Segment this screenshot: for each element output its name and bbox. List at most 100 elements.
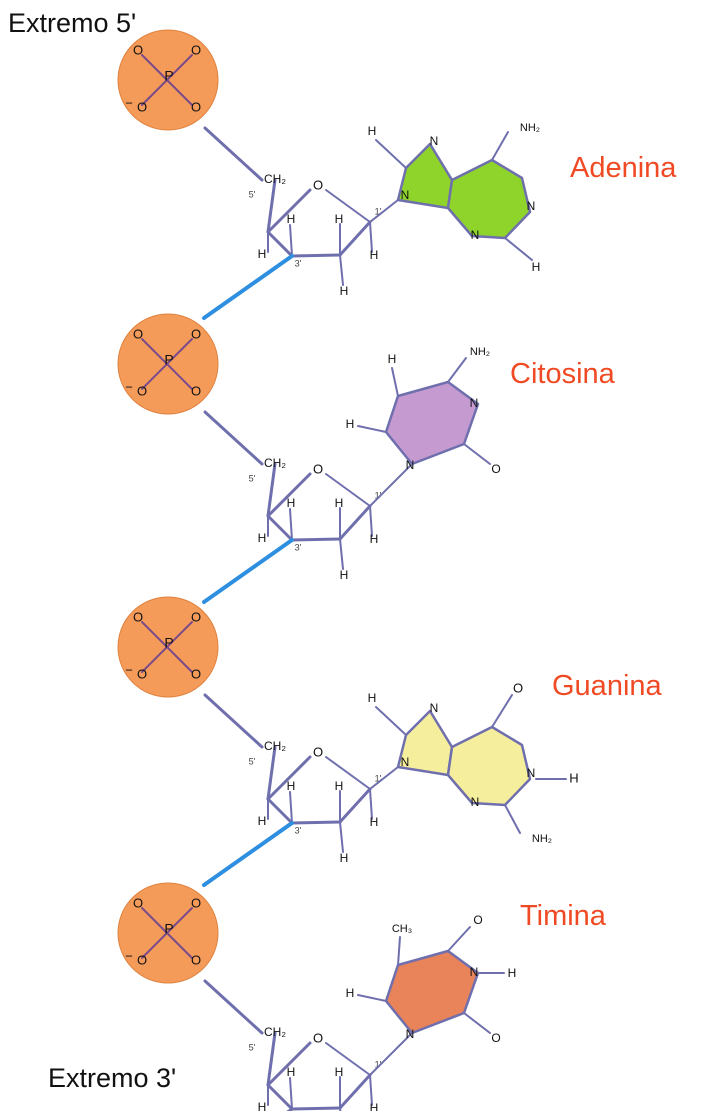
carbon-3-label: 3'	[295, 542, 302, 552]
nitrogen-atom: N	[401, 188, 410, 202]
c-o-bond	[447, 926, 471, 952]
negative-charge: −	[125, 95, 133, 110]
c-h-bond	[339, 821, 344, 853]
glycosidic-bond	[369, 199, 399, 223]
c-h-bond	[339, 254, 344, 286]
o-c5-bond	[203, 693, 264, 749]
oxygen-atom: O	[133, 895, 143, 910]
negative-charge: −	[125, 662, 133, 677]
oxygen-atom: O	[191, 326, 201, 341]
hydrogen-atom: H	[340, 851, 349, 865]
oxygen-atom: O	[137, 383, 147, 398]
c-h-bond	[375, 139, 407, 169]
oxygen-atom: O	[137, 99, 147, 114]
ring-bond	[338, 787, 372, 824]
nitrogen-atom: N	[471, 228, 480, 242]
purine-six-ring-0	[446, 158, 532, 240]
hydrogen-atom: H	[287, 779, 296, 793]
label-extremo-5: Extremo 5'	[8, 8, 137, 38]
p-o-bond	[141, 54, 193, 106]
oxygen-atom: O	[191, 952, 201, 967]
phosphorus-atom: P	[164, 352, 173, 368]
carbon-5-label: 5'	[249, 473, 256, 483]
label-guanina: Guanina	[552, 670, 662, 702]
c-h-bond	[339, 538, 344, 570]
p-o-bond	[141, 621, 193, 673]
label-timina: Timina	[520, 900, 606, 932]
ring-bond	[266, 755, 312, 801]
c-h-bond	[357, 994, 387, 1002]
c5-c4-bond	[266, 462, 277, 518]
hydrogen-atom: H	[335, 779, 344, 793]
ring-bond	[290, 820, 342, 825]
ch2-group: CH₂	[264, 739, 286, 753]
carbon-5-label: 5'	[249, 1042, 256, 1052]
carbon-1-label: 1'	[375, 490, 382, 500]
ring-bond	[266, 1083, 294, 1111]
ring-bond	[266, 188, 312, 234]
hydrogen-atom: H	[287, 212, 296, 226]
hydrogen-atom: H	[388, 352, 397, 366]
ring-bond	[266, 1041, 312, 1087]
p-o-bond	[141, 338, 193, 390]
carbon-5-label: 5'	[249, 189, 256, 199]
phosphodiester-bond-0	[202, 254, 294, 320]
hydrogen-atom: H	[508, 966, 517, 980]
hydrogen-atom: H	[532, 260, 541, 274]
ring-oxygen: O	[313, 177, 323, 192]
nitrogen-atom: N	[406, 458, 415, 472]
ring-oxygen: O	[313, 744, 323, 759]
hydrogen-atom: H	[258, 247, 267, 261]
oxygen-atom: O	[133, 609, 143, 624]
oxygen-atom: O	[513, 680, 523, 695]
carbon-3-label: 3'	[295, 258, 302, 268]
oxygen-atom: O	[191, 895, 201, 910]
c5-c4-bond	[266, 1031, 277, 1087]
c-o-bond	[463, 1012, 491, 1034]
oxygen-atom: O	[191, 609, 201, 624]
c-o-bond	[463, 443, 491, 465]
ch2-group: CH₂	[264, 456, 286, 470]
nitrogen-atom: N	[406, 1027, 415, 1041]
ring-bond	[290, 1106, 342, 1111]
negative-charge: −	[125, 948, 133, 963]
c-h-bond	[369, 1074, 373, 1106]
oxygen-atom: O	[491, 1031, 500, 1045]
hydrogen-atom: H	[346, 986, 355, 1000]
c-h-bond	[289, 224, 293, 257]
ring-bond	[266, 230, 294, 258]
ring-bond	[266, 472, 312, 518]
ring-bond	[338, 1073, 372, 1110]
c-c-bond	[397, 936, 401, 966]
c-h-bond	[289, 791, 293, 824]
amino-group: NH₂	[520, 122, 540, 134]
nitrogen-atom: N	[527, 766, 536, 780]
purine-five-ring-2	[396, 709, 454, 777]
p-o-bond	[141, 907, 193, 959]
nitrogen-atom: N	[470, 965, 479, 979]
c-h-bond	[357, 425, 387, 433]
c-o-bond	[491, 694, 513, 728]
purine-five-ring-0	[396, 142, 454, 210]
purine-six-ring-2	[446, 725, 532, 807]
hydrogen-atom: H	[335, 212, 344, 226]
ring-bond	[338, 504, 372, 541]
c-h-bond	[289, 1077, 293, 1110]
hydrogen-atom: H	[258, 814, 267, 828]
c-h-bond	[369, 221, 373, 253]
hydrogen-atom: H	[346, 417, 355, 431]
phosphorus-atom: P	[164, 68, 173, 84]
ring-bond	[266, 514, 294, 542]
carbon-1-label: 1'	[375, 206, 382, 216]
c-h-bond	[504, 237, 533, 261]
hydrogen-atom: H	[287, 496, 296, 510]
c-n-bond	[504, 804, 521, 834]
ring-oxygen: O	[313, 1030, 323, 1045]
ring-bond	[325, 1042, 371, 1076]
oxygen-atom: O	[191, 99, 201, 114]
ring-bond	[338, 220, 372, 257]
nitrogen-atom: N	[401, 755, 410, 769]
nitrogen-atom: N	[430, 701, 439, 715]
